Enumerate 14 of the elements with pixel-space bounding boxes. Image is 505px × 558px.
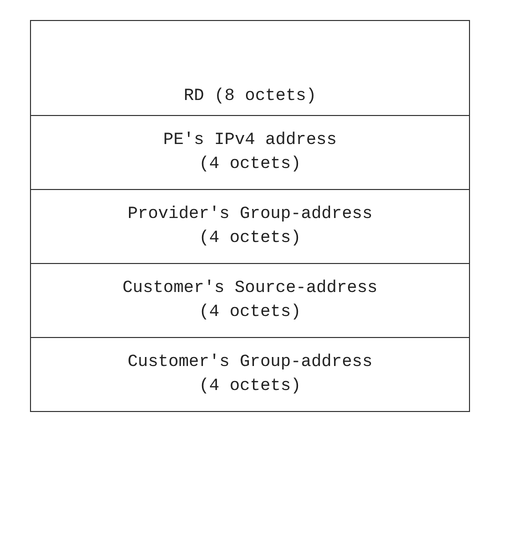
field-box xyxy=(30,116,470,190)
field-box xyxy=(30,20,470,116)
field-size: (4 octets) xyxy=(198,302,302,324)
field-name: RD (8 octets) xyxy=(184,86,316,108)
field-size: (4 octets) xyxy=(198,154,302,176)
field-box xyxy=(30,190,470,264)
field-name: PE's IPv4 address xyxy=(163,130,337,152)
field-size: (4 octets) xyxy=(198,376,302,398)
field-name: Customer's Group-address xyxy=(128,352,372,374)
field-name: Customer's Source-address xyxy=(122,278,378,300)
field-name: Provider's Group-address xyxy=(128,204,372,226)
field-box xyxy=(30,338,470,412)
field-size: (4 octets) xyxy=(198,228,302,250)
field-box xyxy=(30,264,470,338)
